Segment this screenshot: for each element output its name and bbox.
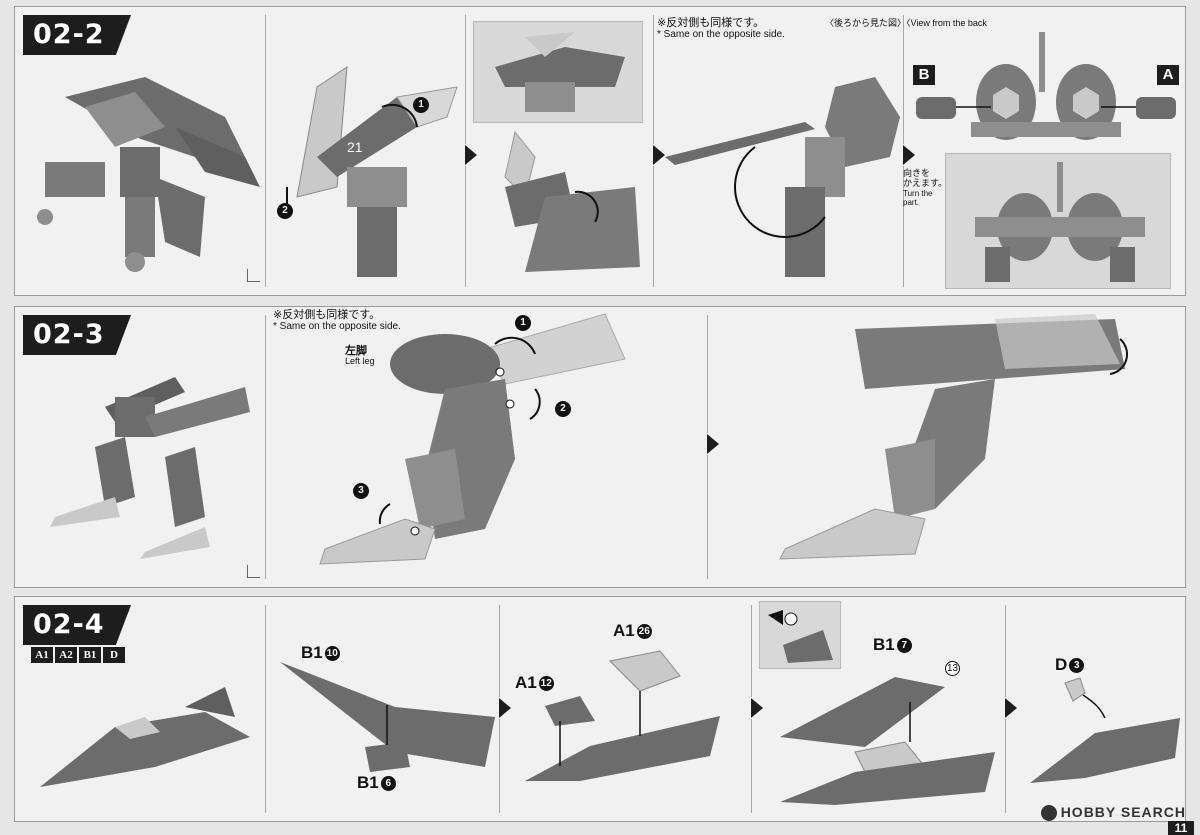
- next-step-arrow: [903, 145, 915, 165]
- back-view-attach-diagram: [916, 32, 1176, 140]
- panel-divider: [265, 605, 266, 813]
- page-number: 11: [1168, 821, 1194, 835]
- runner-list: A1 A2 B1 D: [31, 647, 125, 663]
- next-step-arrow: [1005, 698, 1017, 718]
- back-view-result: [975, 162, 1145, 282]
- hobby-search-logo-icon: [1040, 805, 1057, 821]
- fighter-nose-figure: [40, 687, 250, 787]
- seat-install-diagram: [1030, 677, 1180, 783]
- turn-part-note: 向きを かえます。 Turn the part.: [903, 169, 948, 207]
- step-marker-1: 1: [413, 97, 429, 113]
- step-02-3-section: 02-3 ※反対側も同様です。 * Same on the opposite s…: [14, 306, 1186, 588]
- runner-d: D: [103, 647, 125, 663]
- step-02-2-section: 02-2 21 1 2: [14, 6, 1186, 296]
- panel-divider: [265, 15, 266, 287]
- runner-b1: B1: [79, 647, 101, 663]
- mecha-full-figure: [37, 77, 260, 272]
- wing-fold-diagram: 21: [286, 66, 458, 277]
- step-marker-2: 2: [555, 401, 571, 417]
- leg-unfold-diagram: [319, 313, 626, 565]
- marker-b: B: [913, 65, 935, 85]
- step-number-tag: 02-4: [23, 605, 131, 645]
- head-detail-top: [495, 32, 625, 112]
- opposite-side-note: ※反対側も同様です。 * Same on the opposite side.: [657, 16, 785, 41]
- panel-divider: [265, 315, 266, 579]
- left-leg-label: 左脚 Left leg: [345, 344, 375, 366]
- corner-mark: [247, 269, 260, 282]
- fuselage-assembly-diagram: [525, 650, 720, 781]
- step-number-tag: 02-2: [23, 15, 131, 55]
- legs-figure: [50, 377, 250, 559]
- canopy-assembly-diagram: [780, 677, 995, 805]
- step-number-tag: 02-3: [23, 315, 131, 355]
- next-step-arrow: [465, 145, 477, 165]
- sticker-number: 13: [945, 661, 960, 676]
- decal-number: 21: [347, 139, 363, 155]
- leg-result-diagram: [779, 314, 1129, 560]
- next-step-arrow: [653, 145, 665, 165]
- next-step-arrow: [499, 698, 511, 718]
- nose-assembly-diagram: [280, 662, 495, 772]
- runner-a2: A2: [55, 647, 77, 663]
- corner-mark: [247, 565, 260, 578]
- watermark: HOBBY SEARCH: [1040, 804, 1186, 821]
- marker-a: A: [1157, 65, 1179, 85]
- back-view-note: 〈後ろから見た図〉〈View from the back: [825, 18, 987, 29]
- sticker-detail: [768, 610, 833, 663]
- arm-rotate-diagram: [665, 77, 900, 277]
- runner-a1: A1: [31, 647, 53, 663]
- step-marker-2: 2: [277, 203, 293, 219]
- step-marker-1: 1: [515, 315, 531, 331]
- next-step-arrow: [707, 434, 719, 454]
- opposite-side-note: ※反対側も同様です。 * Same on the opposite side.: [273, 308, 401, 333]
- step-marker-3: 3: [353, 483, 369, 499]
- head-detail-bottom: [504, 130, 640, 272]
- next-step-arrow: [751, 698, 763, 718]
